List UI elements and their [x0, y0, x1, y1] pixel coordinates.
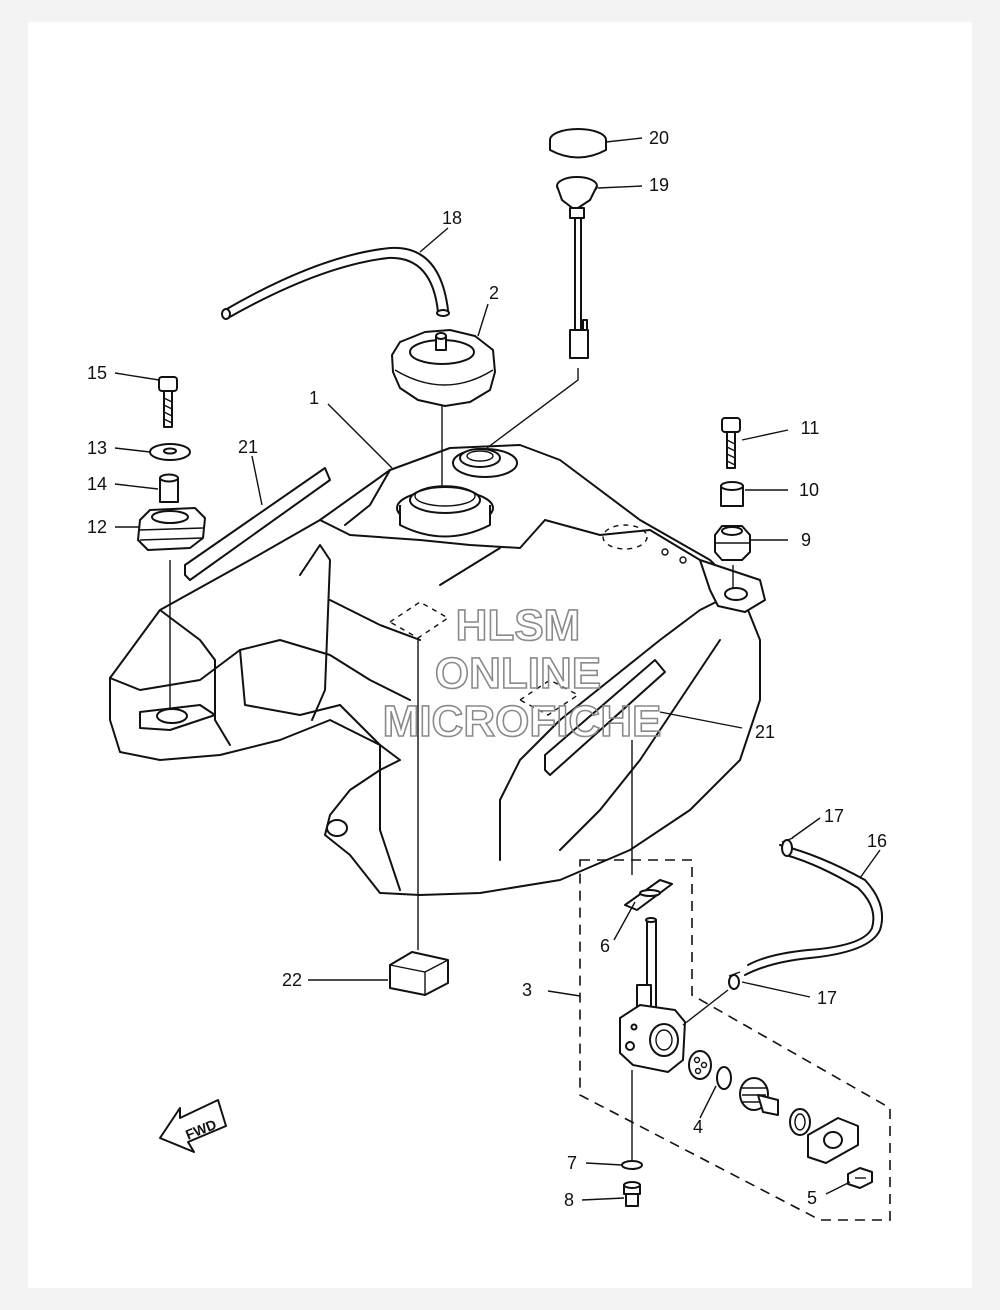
watermark-line-3: MICROFICHE [383, 697, 662, 746]
callout-19: 19 [649, 175, 669, 195]
damper-9[interactable] [714, 525, 751, 561]
callout-11: 11 [801, 418, 820, 438]
fuel-cock-assembly[interactable] [579, 859, 891, 1221]
washer-13[interactable] [149, 443, 191, 461]
callout-5: 5 [807, 1188, 817, 1208]
watermark-line-1: HLSM [456, 601, 581, 650]
drain-bolt-8[interactable] [623, 1181, 641, 1207]
watermark-line-2: ONLINE [435, 649, 601, 698]
callout-17-upper: 17 [824, 806, 844, 826]
lever[interactable] [739, 1077, 779, 1116]
fuel-gauge-cap[interactable] [549, 128, 607, 159]
callout-18: 18 [442, 208, 462, 228]
fuel-tank[interactable] [109, 444, 766, 896]
gasket-4[interactable] [688, 1050, 732, 1090]
callout-21-right: 21 [755, 722, 775, 742]
callout-6: 6 [600, 936, 610, 956]
callout-8: 8 [564, 1190, 574, 1210]
callout-13: 13 [87, 438, 107, 458]
damper-22[interactable] [389, 951, 449, 996]
breather-hose[interactable] [221, 246, 450, 320]
callout-12: 12 [87, 517, 107, 537]
bolt-11[interactable] [721, 417, 741, 469]
callout-21-left: 21 [238, 437, 258, 457]
callout-2: 2 [489, 283, 499, 303]
fuel-cap[interactable] [391, 329, 496, 407]
callout-labels: 1 2 3 4 5 6 7 8 9 10 11 12 13 14 15 16 1… [87, 128, 887, 1210]
callout-17-lower: 17 [817, 988, 837, 1008]
fuel-hose[interactable] [744, 844, 884, 976]
hose-clip-lower[interactable] [728, 971, 741, 990]
callout-4: 4 [693, 1117, 703, 1137]
callout-20: 20 [649, 128, 669, 148]
bolt-15[interactable] [158, 376, 178, 428]
callout-3: 3 [522, 980, 532, 1000]
callout-1: 1 [309, 388, 319, 408]
screw-5[interactable] [847, 1167, 873, 1189]
cover-plate[interactable] [807, 1117, 859, 1164]
callout-15: 15 [87, 363, 107, 383]
callout-14: 14 [87, 474, 107, 494]
callout-7: 7 [567, 1153, 577, 1173]
fuel-gauge-assembly[interactable] [556, 176, 598, 359]
callout-9: 9 [801, 530, 811, 550]
collar-10[interactable] [720, 481, 744, 507]
assembly-guide-lines [169, 368, 734, 1160]
o-ring[interactable] [789, 1108, 811, 1136]
leader-lines [114, 137, 881, 1201]
washer-7[interactable] [621, 1160, 643, 1170]
hose-clip-upper[interactable] [781, 837, 794, 857]
damper-12[interactable] [137, 507, 206, 551]
callout-10: 10 [799, 480, 819, 500]
gasket-6[interactable] [624, 879, 673, 911]
forward-direction-arrow: FWD [159, 1099, 227, 1153]
collar-14[interactable] [159, 473, 179, 503]
watermark: HLSM ONLINE MICROFICHE [382, 600, 662, 747]
callout-16: 16 [867, 831, 887, 851]
callout-22: 22 [282, 970, 302, 990]
